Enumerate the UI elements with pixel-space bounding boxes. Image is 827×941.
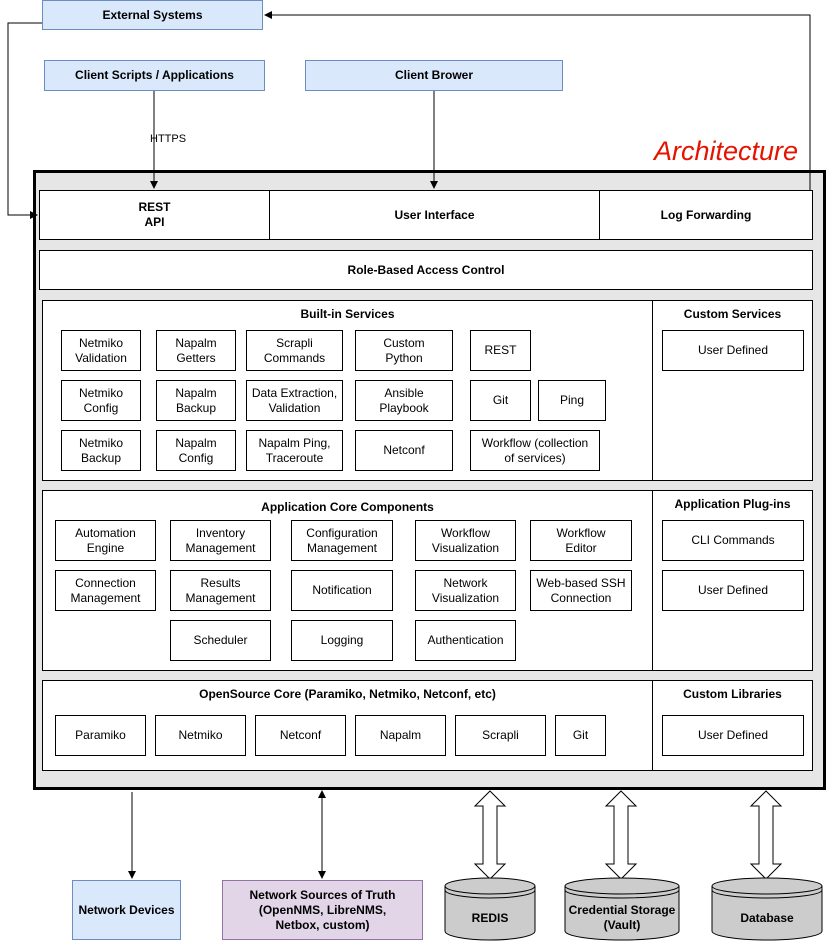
builtin-item: Napalm Config [156, 430, 236, 471]
core-item: Web-based SSH Connection [530, 570, 632, 611]
builtin-item: Netmiko Config [61, 380, 141, 421]
builtin-item: Napalm Getters [156, 330, 236, 371]
core-item: Workflow Visualization [415, 520, 516, 561]
core-components-title: Application Core Components [261, 500, 434, 514]
database-label: Database [740, 910, 794, 925]
redis-cylinder [444, 877, 536, 941]
vault-double-arrow [604, 790, 638, 880]
builtin-item: Netconf [355, 430, 453, 471]
log-forwarding-box: Log Forwarding [599, 190, 813, 240]
builtin-item: Netmiko Validation [61, 330, 141, 371]
network-devices-box: Network Devices [72, 880, 181, 940]
core-item: Notification [291, 570, 393, 611]
builtin-item: Ping [538, 380, 606, 421]
opensource-item: Scrapli [455, 715, 546, 756]
database-cylinder [711, 877, 823, 941]
builtin-item: Scrapli Commands [246, 330, 343, 371]
opensource-item: Netmiko [155, 715, 246, 756]
builtin-item: REST [470, 330, 531, 371]
builtin-item: Data Extraction, Validation [246, 380, 343, 421]
database-double-arrow [749, 790, 783, 880]
custom-services-title: Custom Services [683, 307, 782, 321]
vault-cylinder [564, 877, 680, 941]
https-label: HTTPS [150, 133, 187, 145]
core-item: Automation Engine [55, 520, 156, 561]
custom-libraries-user-defined: User Defined [662, 715, 804, 756]
builtin-item: Ansible Playbook [355, 380, 453, 421]
rbac-box: Role-Based Access Control [39, 250, 813, 290]
core-item: Network Visualization [415, 570, 516, 611]
sources-of-truth-box: Network Sources of Truth (OpenNMS, Libre… [222, 880, 423, 940]
custom-libraries-title: Custom Libraries [683, 687, 782, 701]
logs-to-external-line [264, 11, 811, 190]
builtin-item: Napalm Backup [156, 380, 236, 421]
custom-services-user-defined: User Defined [662, 330, 804, 371]
opensource-item: Git [555, 715, 606, 756]
plugins-user-defined: User Defined [662, 570, 804, 611]
redis-label: REDIS [471, 910, 509, 925]
builtin-item: Workflow (collection of services) [470, 430, 600, 471]
core-item: Results Management [170, 570, 271, 611]
credential-storage-label: Credential Storage (Vault) [568, 903, 676, 932]
opensource-item: Netconf [255, 715, 346, 756]
architecture-title: Architecture [653, 136, 798, 166]
external-systems-box: External Systems [42, 0, 263, 30]
plugins-cli-commands: CLI Commands [662, 520, 804, 561]
core-item: Scheduler [170, 620, 271, 661]
core-item: Logging [291, 620, 393, 661]
core-item: Connection Management [55, 570, 156, 611]
opensource-item: Napalm [355, 715, 446, 756]
rest-api-box: REST API [39, 190, 270, 240]
builtin-item: Git [470, 380, 531, 421]
builtin-item: Netmiko Backup [61, 430, 141, 471]
plugins-title: Application Plug-ins [674, 497, 791, 511]
client-browser-box: Client Brower [305, 60, 563, 91]
builtin-item: Napalm Ping, Traceroute [246, 430, 343, 471]
builtin-item: Custom Python [355, 330, 453, 371]
opensource-item: Paramiko [55, 715, 146, 756]
core-item: Inventory Management [170, 520, 271, 561]
core-item: Workflow Editor [530, 520, 632, 561]
external-to-rest-line [7, 22, 42, 219]
client-scripts-box: Client Scripts / Applications [44, 60, 265, 91]
sot-arrow-head-up [318, 790, 326, 798]
builtin-services-title: Built-in Services [300, 307, 395, 321]
user-interface-box: User Interface [269, 190, 600, 240]
redis-double-arrow [473, 790, 507, 880]
core-item: Configuration Management [291, 520, 393, 561]
opensource-core-title: OpenSource Core (Paramiko, Netmiko, Netc… [199, 687, 496, 701]
core-item: Authentication [415, 620, 516, 661]
